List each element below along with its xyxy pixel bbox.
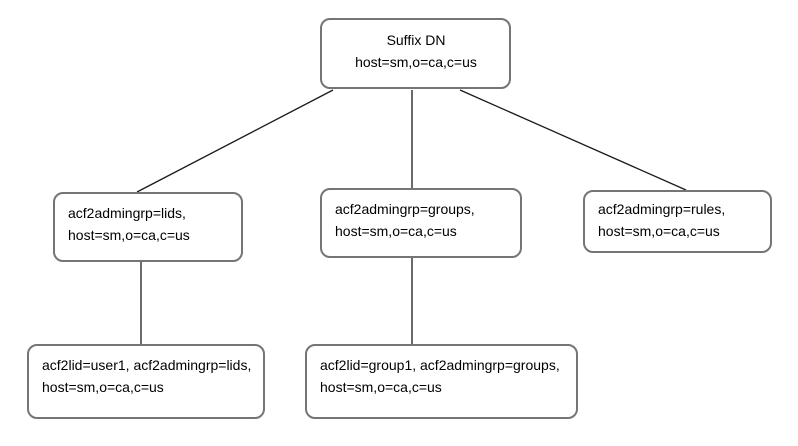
node-lid-group1: acf2lid=group1, acf2admingrp=groups, hos… — [305, 344, 578, 419]
node-admingrp-lids: acf2admingrp=lids, host=sm,o=ca,c=us — [53, 192, 243, 262]
connector-suffix-lids — [136, 89, 334, 193]
node-admingrp-groups-suffix: host=sm,o=ca,c=us — [335, 223, 457, 239]
node-lid-group1-rdn: acf2lid=group1, acf2admingrp=groups, — [320, 357, 560, 373]
node-admingrp-groups-rdn: acf2admingrp=groups, — [335, 201, 475, 217]
node-admingrp-lids-suffix: host=sm,o=ca,c=us — [68, 227, 190, 243]
node-lid-user1-rdn: acf2lid=user1, acf2admingrp=lids, — [42, 357, 252, 373]
node-admingrp-lids-rdn: acf2admingrp=lids, — [68, 205, 186, 221]
node-admingrp-rules: acf2admingrp=rules, host=sm,o=ca,c=us — [583, 190, 772, 253]
node-admingrp-rules-rdn: acf2admingrp=rules, — [598, 201, 726, 217]
connector-suffix-rules — [459, 89, 687, 191]
node-lid-user1-suffix: host=sm,o=ca,c=us — [42, 379, 164, 395]
node-suffix-dn-title: Suffix DN — [386, 32, 446, 48]
node-lid-user1: acf2lid=user1, acf2admingrp=lids, host=s… — [27, 344, 265, 419]
node-admingrp-groups: acf2admingrp=groups, host=sm,o=ca,c=us — [320, 188, 522, 258]
node-admingrp-rules-suffix: host=sm,o=ca,c=us — [598, 223, 720, 239]
node-suffix-dn-value: host=sm,o=ca,c=us — [355, 54, 477, 70]
node-lid-group1-suffix: host=sm,o=ca,c=us — [320, 379, 442, 395]
node-suffix-dn: Suffix DN host=sm,o=ca,c=us — [320, 18, 511, 89]
